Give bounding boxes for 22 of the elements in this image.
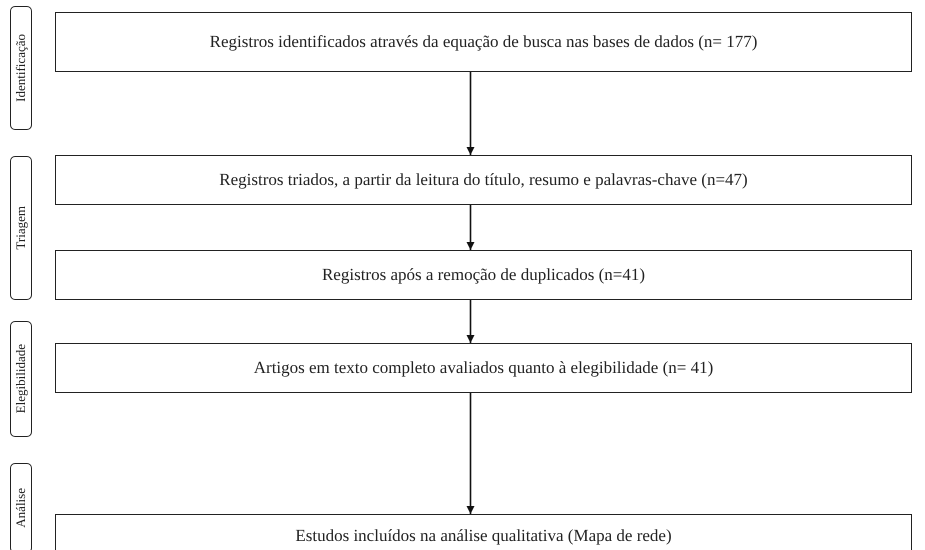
- phase-text: Elegibilidade: [13, 344, 29, 414]
- arrow: [466, 72, 474, 155]
- process-box: [55, 250, 912, 300]
- box-text: Registros após a remoção de duplicados (n=41): [322, 265, 646, 285]
- phase-text: Análise: [13, 488, 29, 528]
- box-text: Estudos incluídos na análise qualitativa (Mapa de rede): [295, 526, 672, 546]
- phase-label: [10, 156, 32, 300]
- process-box: [55, 12, 912, 72]
- arrow: [466, 300, 474, 343]
- process-box: [55, 155, 912, 205]
- phase-label: [10, 6, 32, 130]
- arrow: [466, 393, 474, 514]
- phase-label: [10, 463, 32, 550]
- box-text: Registros triados, a partir da leitura do título, resumo e palavras-chave (n=47): [219, 170, 748, 190]
- process-box: [55, 514, 912, 550]
- process-box: [55, 343, 912, 393]
- box-text: Registros identificados através da equação de busca nas bases de dados (n= 177): [210, 32, 758, 52]
- phase-text: Identificação: [13, 34, 29, 102]
- box-text: Artigos em texto completo avaliados quanto à elegibilidade (n= 41): [254, 358, 714, 378]
- phase-text: Triagem: [13, 206, 29, 250]
- phase-label: [10, 321, 32, 437]
- arrow: [466, 205, 474, 250]
